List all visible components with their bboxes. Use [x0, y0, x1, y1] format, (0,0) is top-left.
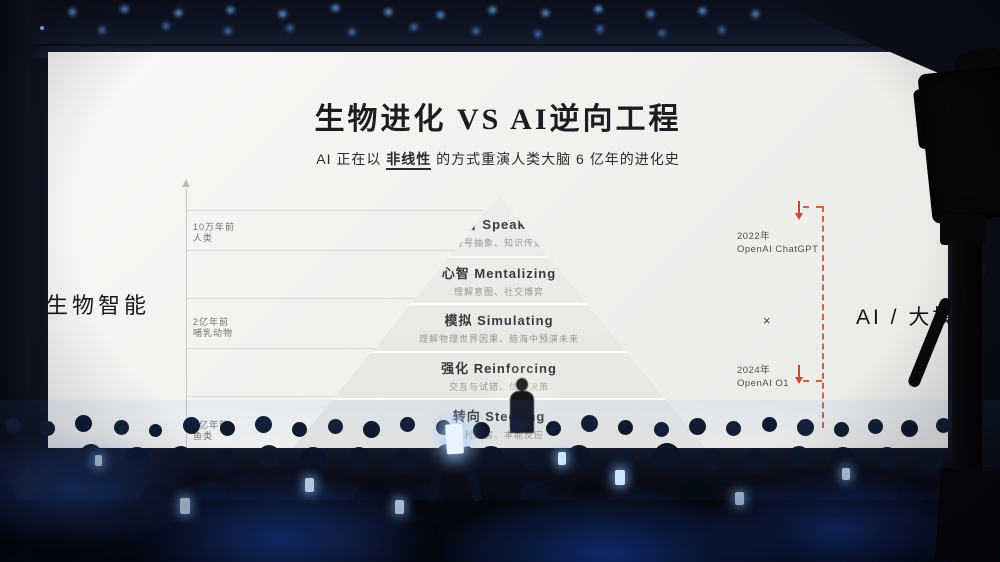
gridline [187, 348, 375, 349]
audience-phone [735, 492, 744, 505]
annotation-year: 2024年 [737, 365, 771, 376]
pyramid-level-title: 模拟 Simulating [444, 313, 554, 329]
annotation-chatgpt: 2022年 OpenAI ChatGPT [737, 230, 818, 256]
pyramid-level-simulating: 模拟 Simulating 理解物理世界因果、脑海中预演未来 [293, 302, 705, 351]
timeline-axis [186, 188, 187, 448]
pyramid-level-title: 心智 Mentalizing [441, 265, 557, 281]
photographer-left-arm [425, 447, 449, 503]
pyramid-level-desc: 理解物理世界因果、脑海中预演未来 [418, 334, 579, 345]
pyramid-level-title: 语言 Speaking [449, 216, 549, 232]
crowd-row-mid [0, 446, 14, 468]
annotation-cross-1: × [763, 313, 771, 328]
timeline-species: 鱼类 [193, 431, 214, 441]
stage-left-edge [0, 0, 42, 562]
annotation-year: 2022年 [737, 231, 771, 242]
audience-phone [305, 478, 314, 492]
gridline [187, 298, 416, 299]
speaker-body [510, 391, 534, 433]
pyramid-level-speaking: 语言 Speaking 符号抽象、知识传递 [293, 196, 705, 256]
audience-phone [395, 500, 404, 514]
crowd-row-back [6, 418, 21, 433]
subtitle-suffix: 的方式重演人类大脑 6 亿年的进化史 [431, 151, 680, 167]
annotation-o1: 2024年 OpenAI O1 [737, 364, 789, 390]
stage-lights-row-2 [40, 26, 44, 30]
pyramid-level-desc: 趋利避害、本能反应 [453, 430, 544, 441]
audience-phone [842, 468, 850, 480]
audience-phone [180, 498, 190, 514]
timeline-label-mammals: 2亿年前 哺乳动物 [193, 317, 233, 339]
audience-phone [615, 470, 625, 485]
tripod-base [934, 467, 1000, 562]
red-dashed-connector [803, 206, 822, 208]
crowd-fill [0, 500, 1000, 562]
timeline-label-fish: 6亿年前 鱼类 [193, 420, 229, 442]
photographer-right-arm [461, 445, 483, 503]
timeline-time: 2亿年前 [193, 317, 230, 327]
biological-intelligence-label: 生物智能 [46, 293, 151, 318]
timeline-time: 10万年前 [193, 222, 236, 232]
slide-subtitle: AI 正在以 非线性 的方式重演人类大脑 6 亿年的进化史 [48, 149, 948, 170]
pyramid-level-mentalizing: 心智 Mentalizing 理解意图、社交博弈 [293, 256, 705, 303]
red-dashed-connector [803, 380, 822, 382]
speaker-head [516, 378, 528, 391]
timeline-species: 人类 [193, 233, 214, 243]
slide-title: 生物进化 VS AI逆向工程 [314, 103, 682, 136]
red-arrow-icon [795, 201, 803, 220]
timeline-label-humans: 10万年前 人类 [193, 222, 235, 244]
timeline-time: 6亿年前 [193, 420, 230, 430]
subtitle-highlight: 非线性 [386, 151, 432, 170]
pyramid-level-desc: 符号抽象、知识传递 [453, 237, 544, 248]
camera-rig [917, 65, 1000, 225]
crowd-row-foreground [0, 520, 20, 560]
annotation-model: OpenAI ChatGPT [737, 244, 819, 255]
timeline-species: 哺乳动物 [193, 328, 234, 338]
gridline [187, 210, 483, 211]
audience-phone [558, 452, 566, 465]
pyramid-level-desc: 理解意图、社交博弈 [453, 286, 544, 297]
raised-phone-screen [444, 423, 465, 455]
gridline [187, 250, 455, 251]
truss-line [0, 44, 1000, 46]
subtitle-prefix: AI 正在以 [316, 151, 387, 167]
gridline [187, 396, 336, 397]
red-dashed-guide [822, 206, 824, 428]
annotation-model: OpenAI O1 [737, 378, 790, 389]
speaker-silhouette [510, 378, 534, 433]
annotation-cross-2: × [763, 416, 771, 431]
axis-arrow-icon [182, 179, 190, 187]
red-arrow-icon [795, 365, 803, 384]
audience-phone [95, 455, 102, 466]
